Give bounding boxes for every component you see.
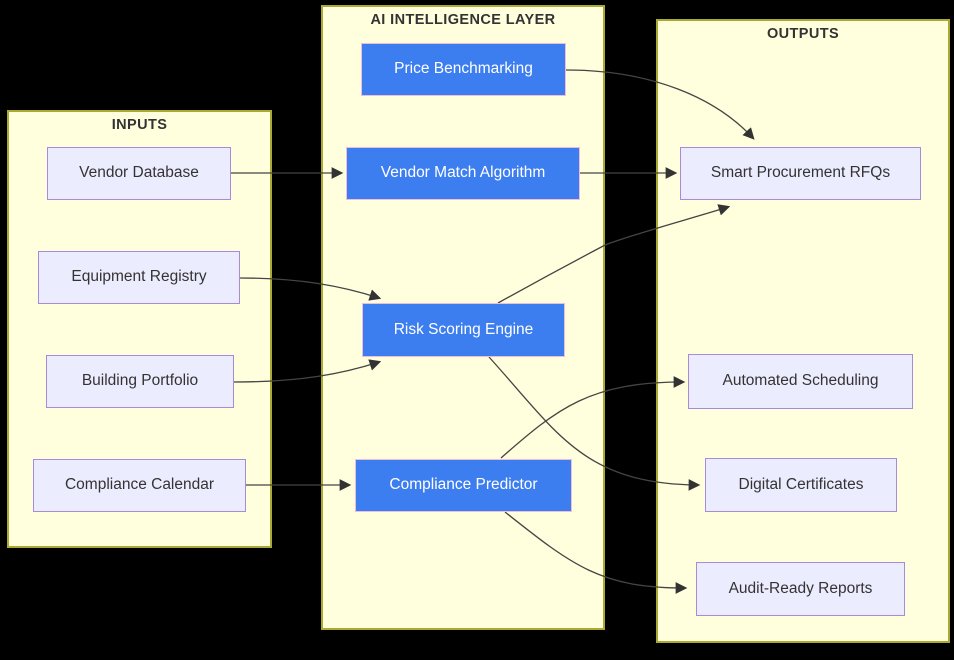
edge-building-portfolio-to-risk-scoring — [232, 359, 382, 383]
edge-price-benchmarking-to-smart-rfqs — [565, 69, 755, 140]
edge-compliance-predictor-to-automated-scheduling — [500, 376, 686, 459]
node-audit-ready-reports: Audit-Ready Reports — [696, 562, 905, 616]
panel-inputs-title: INPUTS — [111, 117, 168, 133]
node-compliance-predictor: Compliance Predictor — [355, 459, 572, 512]
panel-outputs-title: OUTPUTS — [766, 26, 840, 42]
edge-compliance-predictor-to-audit-ready-reports — [504, 511, 688, 594]
edge-risk-scoring-to-digital-certificates — [488, 356, 701, 491]
node-price-benchmarking: Price Benchmarking — [361, 43, 566, 96]
node-vendor-match-algorithm: Vendor Match Algorithm — [346, 147, 580, 200]
edge-risk-scoring-to-smart-rfqs — [497, 204, 731, 304]
node-building-portfolio: Building Portfolio — [46, 355, 234, 408]
node-equipment-registry: Equipment Registry — [38, 251, 240, 304]
panel-outputs: OUTPUTS — [656, 19, 950, 643]
node-automated-scheduling: Automated Scheduling — [688, 354, 913, 409]
node-risk-scoring-engine: Risk Scoring Engine — [362, 303, 565, 357]
edge-equipment-registry-to-risk-scoring — [239, 277, 382, 301]
node-smart-procurement-rfqs: Smart Procurement RFQs — [680, 147, 921, 200]
panel-ai-intelligence-layer-title: AI INTELLIGENCE LAYER — [370, 12, 556, 28]
node-compliance-calendar: Compliance Calendar — [33, 459, 246, 512]
node-digital-certificates: Digital Certificates — [705, 458, 897, 512]
node-vendor-database: Vendor Database — [47, 147, 231, 200]
